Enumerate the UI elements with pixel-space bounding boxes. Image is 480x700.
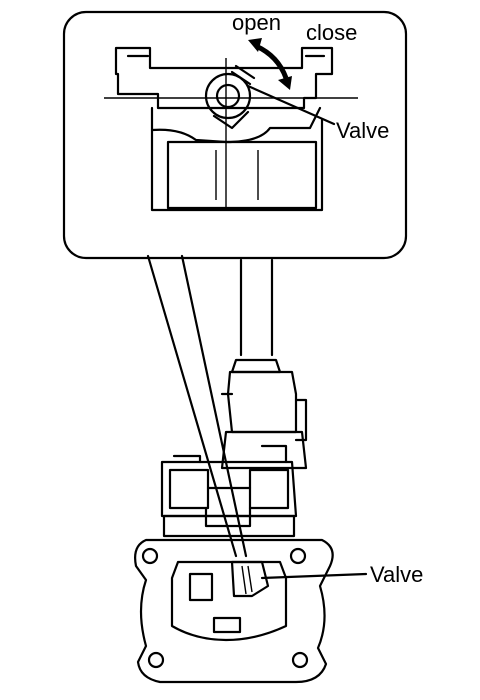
valve-label-top: Valve	[336, 118, 389, 143]
valve-bottom-leader	[260, 572, 368, 580]
open-arrowhead-icon	[248, 38, 262, 52]
valve-label-bottom: Valve	[370, 562, 423, 587]
zoom-leader-lines	[146, 254, 248, 558]
close-arrowhead-icon	[278, 76, 292, 90]
magnified-view-frame	[62, 10, 408, 260]
close-label: close	[306, 20, 357, 45]
open-label: open	[232, 10, 281, 35]
throttle-body-assembly	[134, 258, 334, 684]
magnified-valve-view	[104, 38, 358, 212]
rotation-arrow-icon	[254, 43, 289, 79]
